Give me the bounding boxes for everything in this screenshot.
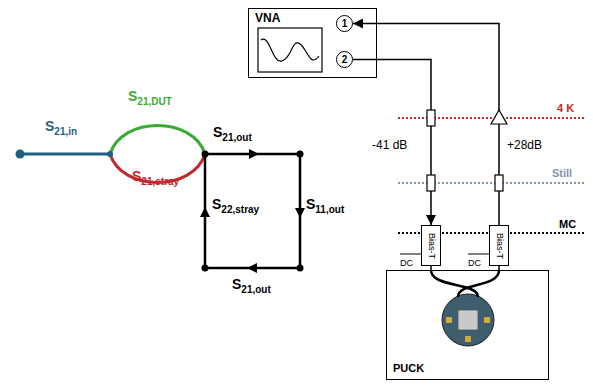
input-branch bbox=[20, 153, 110, 156]
coax-line bbox=[353, 24, 499, 226]
annotation-label: +28dB bbox=[507, 138, 542, 152]
attenuator-symbol bbox=[427, 110, 435, 126]
node-text: PUCK bbox=[393, 362, 424, 374]
flow-arrow bbox=[295, 208, 305, 218]
attenuator-symbol bbox=[495, 175, 503, 191]
flow-arrow bbox=[200, 207, 210, 217]
dc-lead bbox=[400, 254, 421, 255]
s-parameter-label: S21,out bbox=[213, 124, 252, 140]
stage-line bbox=[398, 182, 585, 184]
waveform bbox=[261, 39, 319, 61]
output-loop bbox=[205, 154, 300, 268]
puck-board bbox=[442, 294, 494, 346]
stage-line bbox=[398, 117, 585, 119]
attenuator-symbol bbox=[427, 175, 435, 191]
annotation-label: 4 K bbox=[557, 102, 574, 114]
s-parameter-label: S21,in bbox=[45, 118, 77, 134]
junction-dot bbox=[297, 151, 304, 158]
port-circle: 2 bbox=[336, 51, 353, 68]
annotation-label: DC bbox=[400, 258, 413, 268]
dut-branch bbox=[110, 126, 205, 155]
junction-dot bbox=[107, 151, 113, 157]
s-parameter-label: S22,stray bbox=[212, 196, 259, 212]
node-text: 1 bbox=[342, 18, 348, 29]
s-parameter-label: S21,stray bbox=[132, 168, 179, 184]
amplifier-symbol bbox=[491, 110, 507, 124]
annotation-label: Still bbox=[552, 167, 572, 179]
puck-wire bbox=[431, 270, 478, 297]
port-circle: 1 bbox=[336, 15, 353, 32]
contact-pad bbox=[484, 317, 490, 323]
puck-wire bbox=[458, 270, 499, 297]
source-dot bbox=[16, 150, 25, 159]
annotation-label: MC bbox=[559, 218, 576, 230]
node-text: 2 bbox=[342, 54, 348, 65]
coax-line bbox=[353, 60, 431, 226]
s-parameter-label: S21,DUT bbox=[128, 88, 172, 104]
s-parameter-label: S11,out bbox=[306, 196, 344, 212]
bias-tee-box: Bias-T bbox=[489, 225, 509, 266]
bias-tee-box: Bias-T bbox=[421, 225, 441, 266]
flow-arrow bbox=[247, 263, 257, 273]
junction-dot bbox=[202, 265, 209, 272]
contact-pad bbox=[446, 317, 452, 323]
node-text: Bias-T bbox=[494, 232, 504, 258]
flow-arrow bbox=[249, 149, 259, 159]
junction-dot bbox=[297, 265, 304, 272]
node-text: Bias-T bbox=[426, 232, 436, 258]
annotation-label: -41 dB bbox=[372, 138, 407, 152]
sample-chip bbox=[458, 310, 478, 330]
node-text: VNA bbox=[255, 12, 280, 25]
contact-pad bbox=[465, 336, 471, 342]
dc-lead bbox=[468, 254, 489, 255]
s-parameter-label: S21,out bbox=[232, 276, 271, 292]
junction-dot bbox=[202, 151, 209, 158]
puck-box: PUCK bbox=[386, 270, 549, 380]
annotation-label: DC bbox=[468, 258, 481, 268]
vna-screen bbox=[258, 28, 322, 72]
instrument-box: VNA 1 2 bbox=[248, 8, 377, 78]
